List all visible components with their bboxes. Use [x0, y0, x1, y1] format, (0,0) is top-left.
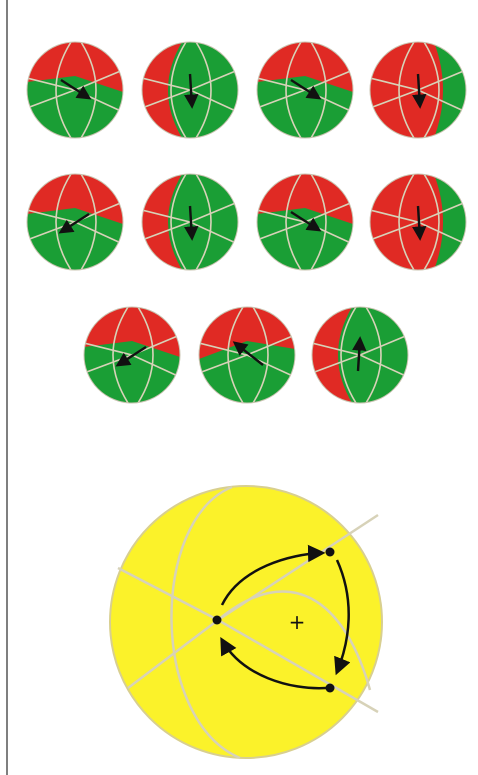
dot-bottom-right: [326, 684, 335, 693]
ball: [257, 174, 353, 270]
ball: [370, 42, 466, 138]
ball: [257, 42, 353, 138]
ball-grid: [27, 42, 466, 403]
ball: [142, 42, 238, 138]
ball: [142, 174, 238, 270]
big-sphere-body: [110, 486, 382, 758]
ball: [27, 174, 123, 270]
dot-top-right: [326, 548, 335, 557]
ball: [312, 307, 408, 403]
center-plus-label: +: [289, 610, 306, 634]
ball: [27, 42, 123, 138]
ball: [199, 307, 295, 403]
ball: [84, 307, 180, 403]
big-sphere: +: [110, 486, 382, 758]
ball: [370, 174, 466, 270]
dot-left: [213, 616, 222, 625]
